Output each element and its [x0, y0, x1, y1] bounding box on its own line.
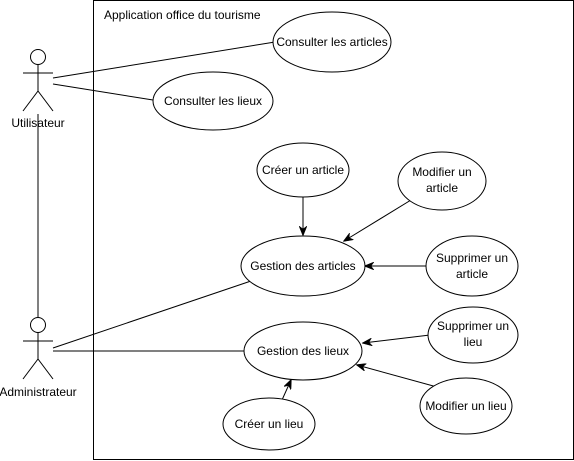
use-case-consulter-lieux[interactable]: Consulter les lieux — [152, 71, 274, 131]
use-case-gestion-articles-label: Gestion des articles — [250, 259, 355, 273]
use-case-consulter-articles-shape — [272, 11, 392, 73]
actor-utilisateur-head — [30, 49, 46, 65]
use-case-modifier-lieu[interactable]: Modifier un lieu — [419, 377, 513, 435]
system-title: Application office du tourisme — [104, 8, 261, 22]
use-case-creer-article[interactable]: Créer un article — [256, 142, 350, 198]
use-case-consulter-articles[interactable]: Consulter les articles — [272, 11, 392, 73]
use-case-supprimer-lieu-label-line1: Supprimer un — [437, 319, 509, 333]
actor-administrateur-head — [30, 317, 46, 333]
actor-administrateur-leg-left — [22, 358, 39, 380]
use-case-modifier-lieu-shape — [419, 377, 513, 435]
arrow-creer-lieu-to-gestion-lieux — [281, 380, 291, 401]
use-case-modifier-article-label-line1: Modifier un — [412, 165, 471, 179]
use-case-gestion-articles-shape — [240, 235, 366, 297]
use-case-creer-article-shape — [256, 142, 350, 198]
use-case-creer-lieu-label: Créer un lieu — [235, 417, 304, 431]
use-case-gestion-lieux-shape — [243, 321, 363, 381]
arrow-supprimer-lieu-to-gestion-lieux — [363, 334, 431, 343]
use-case-modifier-lieu-label: Modifier un lieu — [425, 399, 506, 413]
actor-administrateur-leg-right — [37, 358, 54, 380]
use-case-creer-lieu[interactable]: Créer un lieu — [222, 397, 316, 451]
use-case-gestion-lieux-label: Gestion des lieux — [257, 344, 349, 358]
actor-utilisateur[interactable] — [22, 49, 54, 112]
arrow-modifier-lieu-to-gestion-lieux — [357, 365, 438, 388]
use-case-gestion-lieux[interactable]: Gestion des lieux — [243, 321, 363, 381]
use-case-supprimer-article[interactable]: Supprimer un article — [425, 235, 519, 297]
use-case-creer-lieu-shape — [222, 397, 316, 451]
assoc-admin-gestion-articles — [52, 280, 252, 349]
use-case-supprimer-article-shape — [425, 235, 519, 297]
use-case-consulter-lieux-label: Consulter les lieux — [164, 94, 262, 108]
use-case-supprimer-article-label-line1: Supprimer un — [436, 251, 508, 265]
use-case-gestion-articles[interactable]: Gestion des articles — [240, 235, 366, 297]
arrow-modifier-article-to-gestion-articles — [344, 199, 412, 241]
use-case-creer-article-label: Créer un article — [262, 163, 344, 177]
use-case-supprimer-lieu[interactable]: Supprimer un lieu — [427, 306, 519, 364]
use-case-consulter-lieux-shape — [152, 71, 274, 131]
use-case-modifier-article[interactable]: Modifier un article — [397, 151, 487, 211]
actor-utilisateur-leg-left — [22, 90, 39, 112]
use-case-supprimer-lieu-label-line2: lieu — [464, 335, 483, 349]
use-case-consulter-articles-label: Consulter les articles — [276, 35, 387, 49]
use-case-modifier-article-label-line2: article — [426, 181, 458, 195]
actor-utilisateur-leg-right — [37, 90, 54, 112]
use-case-modifier-article-shape — [397, 151, 487, 211]
assoc-utilisateur-consulter-lieux — [52, 83, 154, 101]
use-case-supprimer-lieu-shape — [427, 306, 519, 364]
actor-utilisateur-label: Utilisateur — [11, 116, 64, 130]
assoc-utilisateur-consulter-articles — [52, 41, 276, 79]
actor-administrateur-label: Administrateur — [0, 385, 77, 399]
use-case-supprimer-article-label-line2: article — [456, 267, 488, 281]
actor-administrateur[interactable] — [22, 317, 54, 380]
